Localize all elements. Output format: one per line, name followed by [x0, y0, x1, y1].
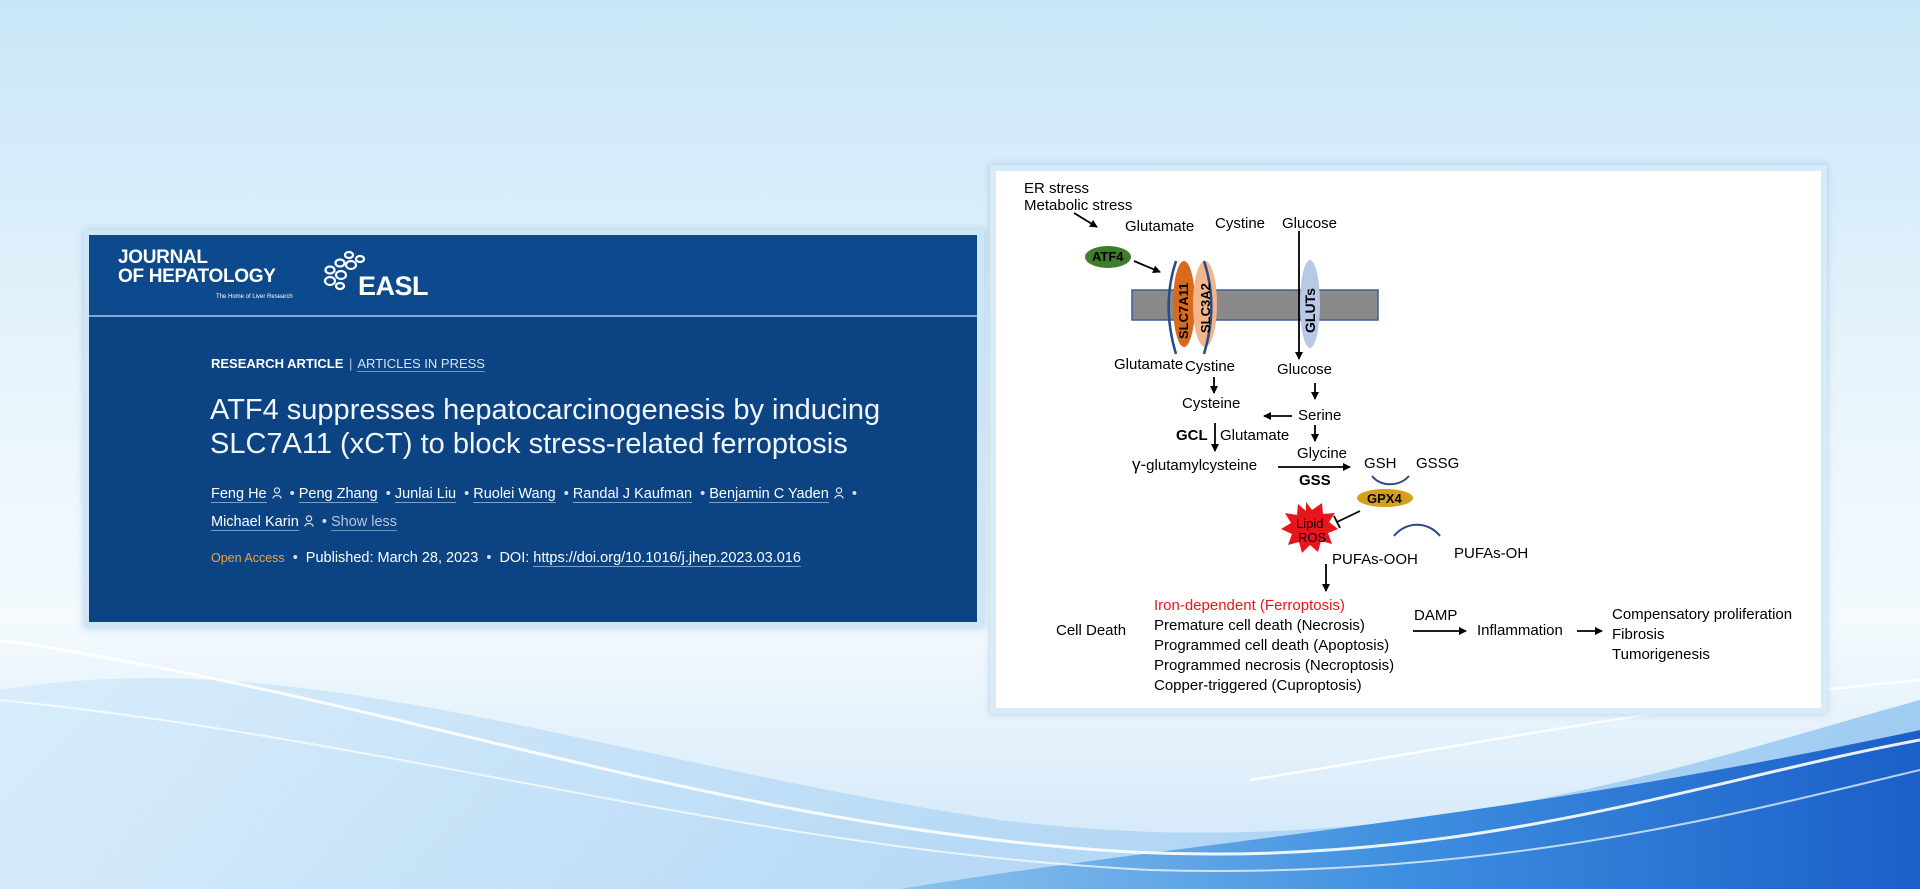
easl-logo-text: EASL [358, 271, 429, 301]
slc7a11-transporter [1173, 261, 1195, 347]
author-link[interactable]: Feng He [211, 486, 267, 503]
author-separator: • [464, 486, 470, 502]
article-title: ATF4 suppresses hepatocarcinogenesis by … [210, 394, 881, 460]
death-type-ferroptosis: Iron-dependent (Ferroptosis) [1154, 597, 1345, 614]
header-divider [89, 315, 977, 317]
pathway-diagram [1073, 212, 1603, 635]
glutamate-gcl: Glutamate [1220, 427, 1290, 444]
death-type-necrosis: Premature cell death (Necrosis) [1154, 617, 1365, 634]
author-separator: • [851, 486, 857, 502]
slc7a11-label: SLC7A11 [1176, 282, 1191, 339]
author-link[interactable]: Ruolei Wang [473, 486, 556, 503]
easl-dots-icon [323, 251, 366, 291]
show-less-link[interactable]: Show less [330, 514, 398, 531]
author-separator: • [321, 514, 327, 530]
journal-header: JOURNAL OF HEPATOLOGY The Home of Liver … [89, 235, 977, 315]
gpx4-node [1357, 489, 1413, 507]
gcl-enzyme: GCL [1176, 427, 1208, 444]
author-link[interactable]: Peng Zhang [298, 486, 378, 503]
author-link[interactable]: Randal J Kaufman [572, 486, 693, 503]
outcome-fibrosis: Fibrosis [1612, 626, 1665, 643]
author-separator: • [385, 486, 391, 502]
glycine-label: Glycine [1297, 445, 1348, 462]
metabolic-stress-label: Metabolic stress [1024, 197, 1133, 214]
gpx4-label: GPX4 [1367, 491, 1402, 506]
cell-membrane [1131, 289, 1379, 321]
damp-label: DAMP [1414, 607, 1458, 624]
article-type-line: RESEARCH ARTICLE | ARTICLES IN PRESS [211, 356, 485, 372]
er-stress-label: ER stress [1024, 180, 1090, 197]
person-icon[interactable] [272, 487, 282, 499]
author-link[interactable]: Michael Karin [211, 514, 299, 531]
article-type-label: RESEARCH ARTICLE [211, 356, 344, 371]
glutamate-extracellular: Glutamate [1125, 218, 1195, 235]
journal-logo[interactable]: JOURNAL OF HEPATOLOGY The Home of Liver … [118, 247, 293, 300]
author-link[interactable]: Benjamin C Yaden [709, 486, 829, 503]
death-type-apoptosis: Programmed cell death (Apoptosis) [1154, 637, 1390, 654]
gssg-label: GSSG [1416, 455, 1460, 472]
atf4-label: ATF4 [1092, 249, 1124, 264]
inflammation-label: Inflammation [1477, 622, 1563, 639]
person-icon[interactable] [834, 487, 844, 499]
published-date: Published: March 28, 2023 [305, 550, 479, 566]
cystine-import-arrow [1202, 260, 1213, 355]
doi-label: DOI: [499, 550, 530, 566]
author-separator: • [289, 486, 295, 502]
glucose-intracellular: Glucose [1277, 361, 1333, 378]
meta-separator: • [486, 550, 492, 566]
ros-label: ROS [1298, 530, 1327, 545]
cell-death-label: Cell Death [1056, 622, 1127, 639]
gluts-label: GLUTs [1302, 288, 1318, 333]
pufas-oh-label: PUFAs-OH [1454, 545, 1529, 562]
death-type-cuproptosis: Copper-triggered (Cuproptosis) [1154, 677, 1362, 694]
author-link[interactable]: Junlai Liu [394, 486, 457, 503]
glutamate-intracellular: Glutamate [1114, 356, 1184, 373]
cystine-intracellular: Cystine [1185, 358, 1236, 375]
gluts-transporter [1300, 260, 1320, 348]
pufas-ooh-label: PUFAs-OOH [1332, 551, 1418, 568]
author-separator: • [563, 486, 569, 502]
gsh-label: GSH [1364, 455, 1397, 472]
outcome-proliferation: Compensatory proliferation [1612, 606, 1793, 623]
meta-separator: • [292, 550, 298, 566]
gamma-glutamylcysteine: γ-glutamylcysteine [1132, 455, 1258, 474]
cysteine-label: Cysteine [1182, 395, 1241, 412]
article-card: JOURNAL OF HEPATOLOGY The Home of Liver … [89, 235, 977, 622]
lipid-ros-burst [1281, 502, 1338, 553]
atf4-node [1085, 246, 1131, 268]
gss-enzyme: GSS [1299, 472, 1331, 489]
publication-meta: Open Access • Published: March 28, 2023 … [211, 550, 801, 567]
glutamate-export-arrow [1167, 260, 1178, 355]
articles-in-press-link[interactable]: ARTICLES IN PRESS [357, 356, 485, 372]
person-icon[interactable] [304, 515, 314, 527]
cystine-extracellular: Cystine [1215, 215, 1266, 232]
open-access-badge: Open Access [211, 551, 285, 565]
author-list: Feng He •Peng Zhang •Junlai Liu •Ruolei … [211, 480, 951, 536]
author-separator: • [700, 486, 706, 502]
slc3a2-label: SLC3A2 [1198, 283, 1213, 333]
lipid-label: Lipid [1296, 516, 1324, 531]
outcome-tumorigenesis: Tumorigenesis [1612, 646, 1710, 663]
serine-label: Serine [1298, 407, 1342, 424]
separator: | [349, 356, 353, 371]
death-type-necroptosis: Programmed necrosis (Necroptosis) [1154, 657, 1395, 674]
doi-link[interactable]: https://doi.org/10.1016/j.jhep.2023.03.0… [533, 550, 801, 567]
glucose-extracellular: Glucose [1282, 215, 1338, 232]
pathway-figure: ER stress Metabolic stress ATF4 Glutamat… [996, 171, 1821, 708]
